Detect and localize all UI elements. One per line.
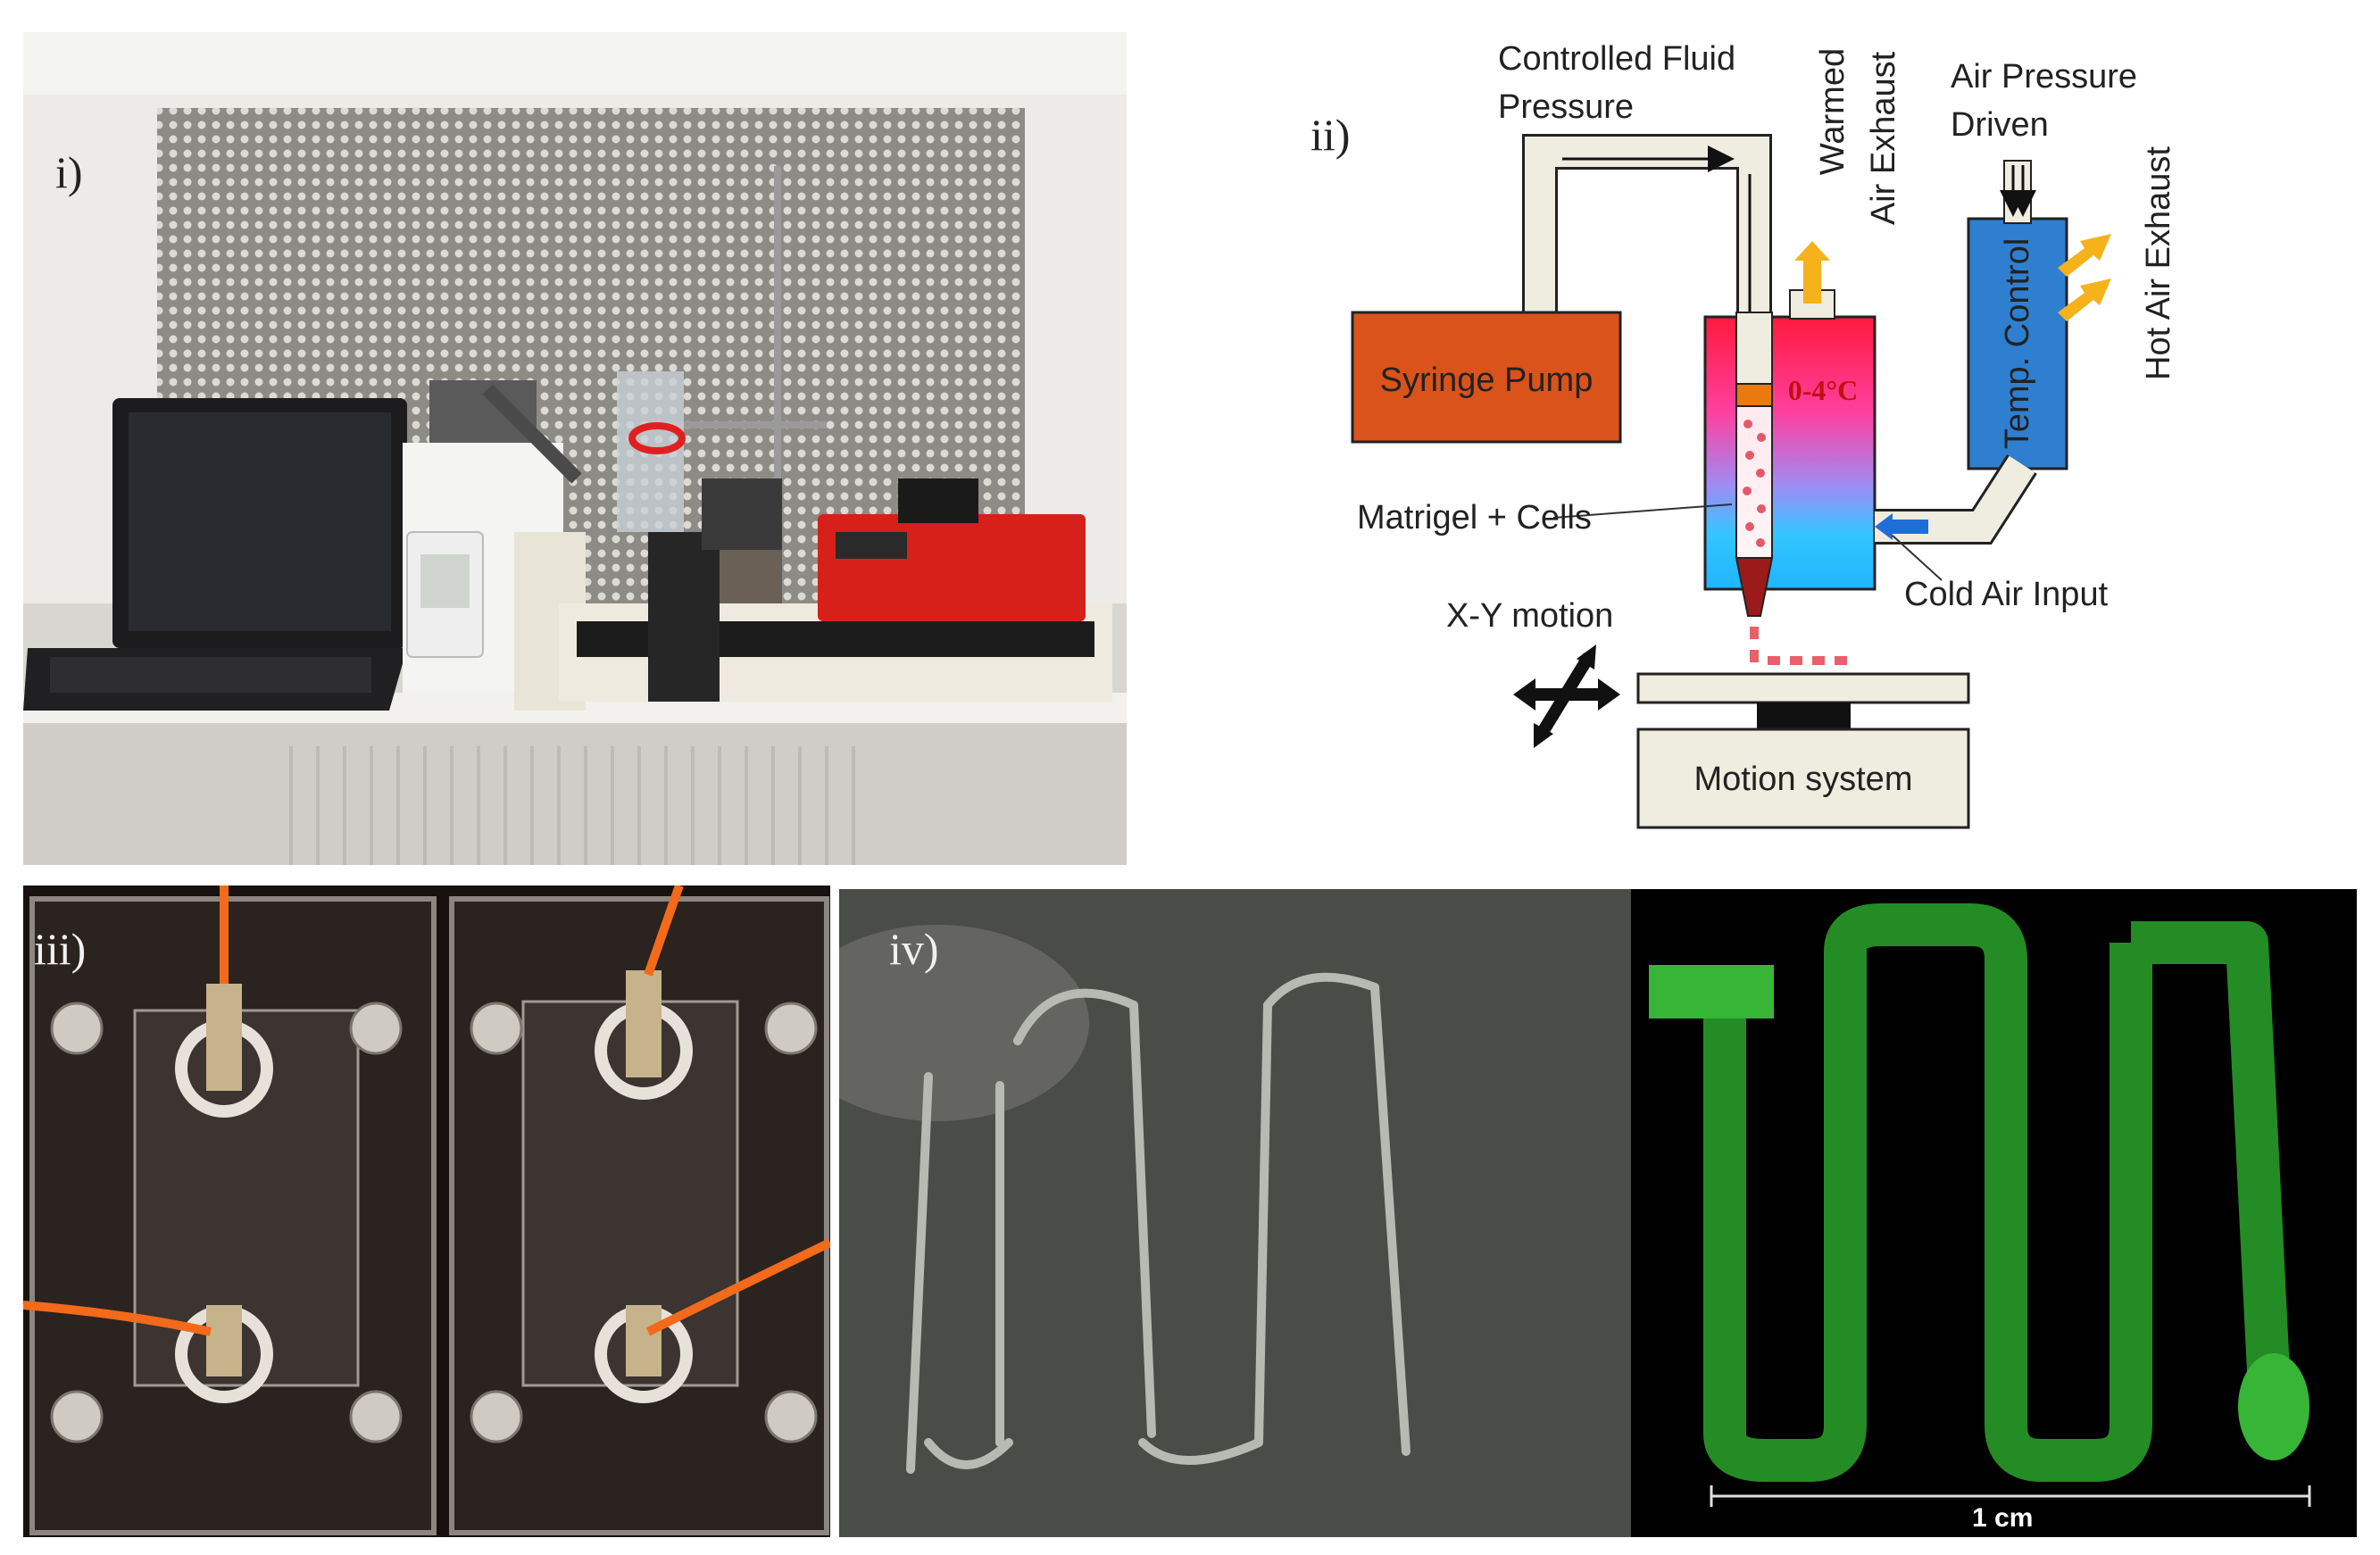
scale-bar [1710,1485,2311,1507]
syringe-pump-device [818,478,1086,621]
panel-label-ii: ii) [1311,110,1351,160]
fluor-blob-top-left [1649,965,1774,1019]
matrigel-cells-label: Matrigel + Cells [1357,499,1592,536]
cold-air-input-label: Cold Air Input [1904,576,2109,613]
port-fittings [206,970,662,1376]
air-pressure-label-line2: Driven [1951,106,2049,144]
cold-air-arrow [1875,513,1928,540]
temp-control-column [1967,217,2068,470]
plunger [1735,383,1773,407]
hot-exhaust-arrow-1 [2058,234,2111,277]
syringe-pump-label: Syringe Pump [1380,362,1594,399]
print-stage [1636,672,1970,704]
motion-system-label: Motion system [1694,761,1913,798]
setup-photo-drawing [23,32,1127,865]
xy-motion-arrows [1513,644,1620,748]
printed-gel-photo: iv) [839,889,1631,1537]
warm-exhaust-arrow [1794,241,1830,304]
controlled-fluid-label-line2: Pressure [1498,88,1634,126]
photo-microfluidic-chips: iii) [23,886,830,1537]
cooling-chamber [1703,315,1877,591]
air-pressure-label-line1: Air Pressure [1951,58,2137,96]
microscope-head [429,380,537,443]
deposited-gel-droplets [1750,627,1847,665]
nozzle [1735,557,1774,617]
syringe-barrel [1735,405,1773,559]
fluor-blob-bottom-right [2238,1353,2309,1460]
motion-system-box [1636,728,1970,829]
cells-dots [1743,420,1766,547]
screws [50,1002,818,1443]
fluorescence-image: 1 cm [1631,889,2357,1537]
photo-bioprinter-setup: i) [23,32,1127,865]
stand-and-nozzle [617,166,827,603]
hot-air-exhaust-label: Hot Air Exhaust [2140,146,2177,380]
stage-mount [1757,703,1851,729]
panel-label-iii: iii) [34,924,87,974]
panel-label-i: i) [55,147,83,197]
warmed-exhaust-label-line2: Air Exhaust [1865,51,1902,225]
warmed-exhaust-label-line1: Warmed [1814,48,1852,175]
printed-serpentine [906,972,1411,1474]
matrigel-leader-line [1552,503,1733,519]
xy-motion-label: X-Y motion [1446,597,1613,635]
laptop [23,398,407,711]
syringe-pump-box [1351,311,1622,444]
temperature-label: 0-4°C [1788,374,1859,406]
bioprinter-schematic: Syringe Pump 0-4°C Temp. Control [1351,40,2177,829]
hot-exhaust-arrow-2 [2058,279,2111,321]
panel-label-iv: iv) [889,924,939,974]
schematic-diagram: Syringe Pump 0-4°C Temp. Control [1268,27,2268,857]
controlled-fluid-label-line1: Controlled Fluid [1498,40,1735,78]
temp-control-label: Temp. Control [1999,238,2036,450]
cold-air-leader-line [1892,535,1943,581]
orange-tubing [23,886,830,1336]
chips-photo-drawing [23,886,830,1537]
scale-bar-label: 1 cm [1972,1503,2034,1533]
printed-pattern-panel: iv) 1 cm [839,889,2357,1537]
